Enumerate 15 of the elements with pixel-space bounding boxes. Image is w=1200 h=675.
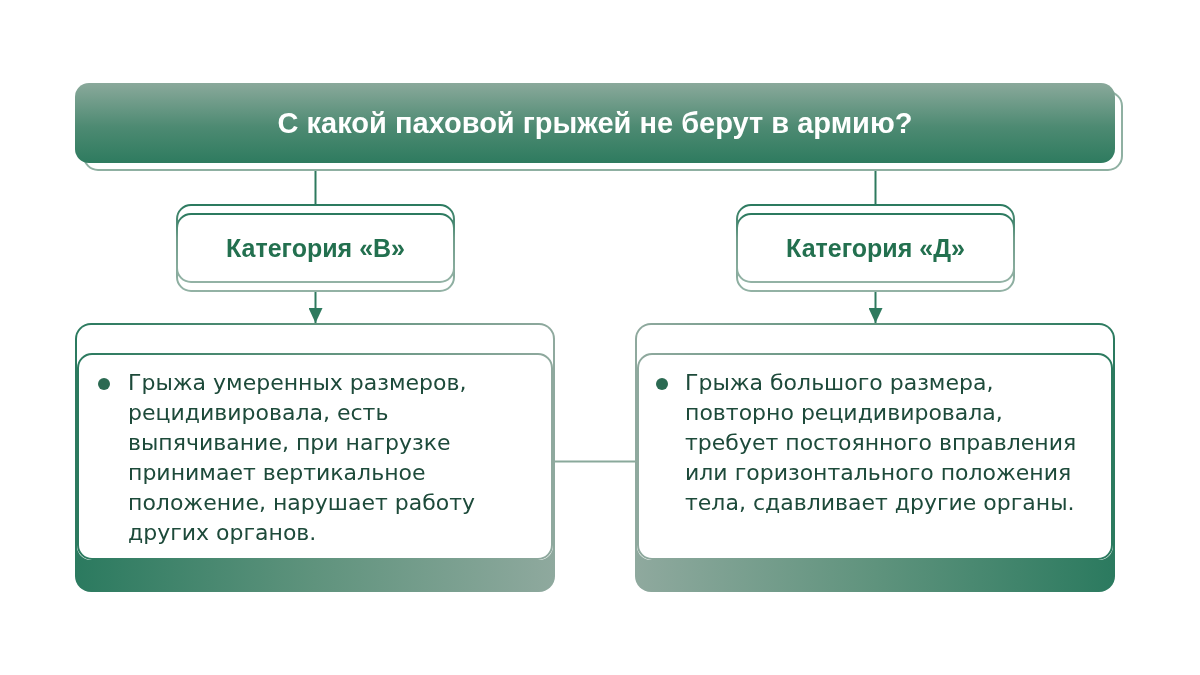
category-label: Категория «В» xyxy=(226,233,405,263)
connector-line xyxy=(874,170,877,205)
connector-line xyxy=(554,460,636,463)
category-tab xyxy=(176,204,455,292)
arrow xyxy=(868,291,883,324)
criteria-card xyxy=(75,323,555,592)
connector-line xyxy=(314,170,317,205)
banner-heading: С какой паховой грыжей не берут в армию? xyxy=(277,106,913,140)
category-tab xyxy=(736,204,1015,292)
arrow xyxy=(308,291,323,324)
criteria-text: Грыжа умеренных размеров, рецидивировала, есть выпячивание, при нагрузке принимает вертикальное положение, нарушает работу других органов. xyxy=(128,369,477,547)
criteria-card xyxy=(635,323,1115,592)
category-label: Категория «Д» xyxy=(786,233,965,263)
title-banner xyxy=(75,83,1123,171)
criteria-text: Грыжа большого размера, повторно рецидивировала, требует постоянного вправления или горизонтального положения тела, сдавливает другие органы. xyxy=(685,369,1078,517)
